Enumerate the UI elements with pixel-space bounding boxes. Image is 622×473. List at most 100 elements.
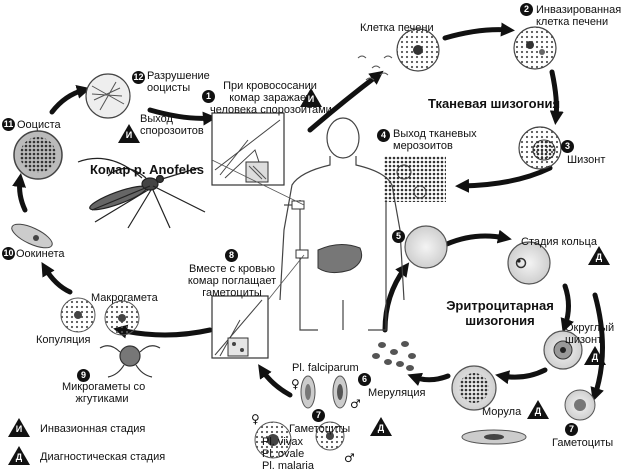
step-3-number: 3 bbox=[561, 140, 574, 153]
human-outline bbox=[279, 117, 405, 331]
arrow-round-to-morula bbox=[495, 367, 548, 385]
diagnostic-marker-ring: Д bbox=[588, 246, 610, 265]
arrow-ring-to-round bbox=[560, 283, 574, 333]
title-erythrocytic-schizogony: Эритроцитарная шизогония bbox=[440, 298, 560, 328]
red-cell-round-schizont bbox=[543, 330, 583, 370]
red-cell-start bbox=[404, 225, 448, 269]
step-9-label: Микрогаметы со жгутиками bbox=[62, 381, 146, 405]
step-1-line3: человека спорозоитами bbox=[210, 104, 332, 116]
step-7-label-right: Гаметоциты bbox=[552, 437, 614, 449]
pl-malaria: Pl. malaria bbox=[262, 460, 314, 472]
diagnostic-marker-round-schizont: Д bbox=[584, 346, 606, 365]
invasive-marker-step1: И bbox=[300, 88, 322, 107]
pl-ovale: Pl. ovale bbox=[262, 448, 305, 460]
red-cell-morula bbox=[451, 365, 497, 411]
step-7-label-left: Гаметоциты bbox=[289, 423, 351, 435]
legend-diagnostic-letter: Д bbox=[15, 452, 23, 462]
falciparum-gametocytes bbox=[300, 375, 348, 409]
diagnostic-marker-letter: Д bbox=[591, 352, 599, 362]
step-4-label: Выход тканевых мерозоитов bbox=[393, 128, 477, 152]
invasive-triangle-icon bbox=[300, 88, 322, 107]
invasive-marker-letter: И bbox=[307, 94, 315, 104]
step-12-label: Разрушение ооцисты bbox=[147, 70, 210, 94]
pl-vivax: Pl. vivax bbox=[262, 436, 303, 448]
step-10-label: Оокинета bbox=[16, 248, 65, 260]
mosquito-drawing bbox=[77, 157, 206, 229]
arrow-infected-to-schizont bbox=[549, 69, 564, 125]
legend-invasive-text: Инвазионная стадия bbox=[40, 423, 146, 435]
ring-stage-label: Стадия кольца bbox=[521, 236, 597, 248]
title-mosquito: Комар р. Anofeles bbox=[90, 162, 204, 177]
step-8-number: 8 bbox=[225, 249, 238, 262]
arrow-to-liver bbox=[307, 70, 384, 133]
step-6-label: Меруляция bbox=[368, 387, 426, 399]
sporozoite-squiggles bbox=[357, 55, 393, 81]
diagnostic-triangle-icon bbox=[527, 400, 549, 419]
legend-diagnostic-text: Диагностическая стадия bbox=[40, 451, 166, 463]
step-5-number: 5 bbox=[392, 230, 405, 243]
infected-liver-cell bbox=[513, 26, 557, 70]
title-erythrocytic-line2: шизогония bbox=[465, 313, 535, 328]
liver-cell-label: Клетка печени bbox=[360, 22, 434, 34]
oocyst-rupture bbox=[85, 73, 131, 119]
step-4-number: 4 bbox=[377, 129, 390, 142]
sporozoite-exit-label: Выход спорозоитов bbox=[140, 113, 204, 137]
step-10-number: 10 bbox=[2, 247, 15, 260]
step-7-number-right: 7 bbox=[565, 423, 578, 436]
diagnostic-marker-gametocytes: Д bbox=[370, 417, 392, 436]
round-schizont-label: Округлый шизонт bbox=[565, 322, 614, 346]
sporozoite-exit-line1: Выход bbox=[140, 113, 173, 125]
arrow-ring-loop bbox=[444, 229, 512, 247]
macrogamete-cell bbox=[104, 300, 140, 336]
step-3-label: Шизонт bbox=[567, 154, 606, 166]
oocyst bbox=[13, 130, 63, 180]
zygote-copulation bbox=[60, 297, 96, 333]
merulation-merozoites bbox=[372, 341, 416, 371]
arrow-merulation-to-ring bbox=[382, 262, 410, 333]
red-cell-ring bbox=[507, 241, 551, 285]
pl-species-label: Pl. vivax Pl. ovale Pl. malaria bbox=[262, 436, 314, 472]
step-12-number: 12 bbox=[132, 71, 145, 84]
step-1-line1: При кровососании bbox=[223, 80, 317, 92]
step-12-line2: ооцисты bbox=[147, 82, 191, 94]
legend-invasive-marker: И bbox=[8, 418, 30, 437]
arrow-schizont-to-merozoites bbox=[455, 165, 553, 193]
liver-cell bbox=[396, 28, 440, 72]
arrow-oocyst-to-rupture bbox=[49, 85, 91, 115]
cycle-arrows bbox=[12, 22, 605, 402]
liver-schizont bbox=[518, 126, 562, 170]
female-symbol-vivax: ♀ bbox=[251, 412, 260, 426]
inset-biting-top bbox=[211, 112, 285, 186]
diagnostic-triangle-icon bbox=[370, 417, 392, 436]
step-8-line1: Вместе с кровью bbox=[189, 263, 275, 275]
crescent-gametocyte bbox=[461, 429, 527, 445]
microgametes-cell bbox=[99, 345, 161, 378]
step-6-number: 6 bbox=[358, 373, 371, 386]
sporozoite-exit-line2: спорозоитов bbox=[140, 125, 204, 137]
round-schizont-line2: шизонт bbox=[565, 334, 603, 346]
pl-falciparum-label: Pl. falciparum bbox=[292, 362, 359, 374]
inset-biting-bottom bbox=[211, 295, 269, 359]
step-9-number: 9 bbox=[77, 369, 90, 382]
macrogamete-label: Макрогамета bbox=[91, 292, 158, 304]
step-11-label: Ооциста bbox=[17, 119, 61, 131]
step-2-number: 2 bbox=[520, 3, 533, 16]
diagnostic-marker-letter: Д bbox=[534, 406, 542, 416]
step-8-line3: гаметоциты bbox=[202, 287, 262, 299]
diagnostic-marker-morula: Д bbox=[527, 400, 549, 419]
step-2-line1: Инвазированная bbox=[536, 4, 622, 16]
diagnostic-marker-letter: Д bbox=[595, 252, 603, 262]
invasive-triangle-icon bbox=[118, 124, 140, 143]
arrow-gametocytes-to-mosquito bbox=[258, 364, 293, 398]
ookinete bbox=[11, 223, 53, 249]
invasive-triangle-icon bbox=[8, 418, 30, 437]
title-erythrocytic-line1: Эритроцитарная bbox=[446, 298, 554, 313]
arrow-ookinete-to-oocyst bbox=[12, 173, 28, 213]
title-tissue-schizogony: Тканевая шизогония bbox=[428, 96, 561, 111]
tissue-merozoites-cloud bbox=[384, 156, 446, 202]
female-symbol-falciparum: ♀ bbox=[291, 377, 300, 391]
step-9-line1: Микрогаметы со bbox=[62, 381, 146, 393]
legend-diagnostic-marker: Д bbox=[8, 446, 30, 465]
